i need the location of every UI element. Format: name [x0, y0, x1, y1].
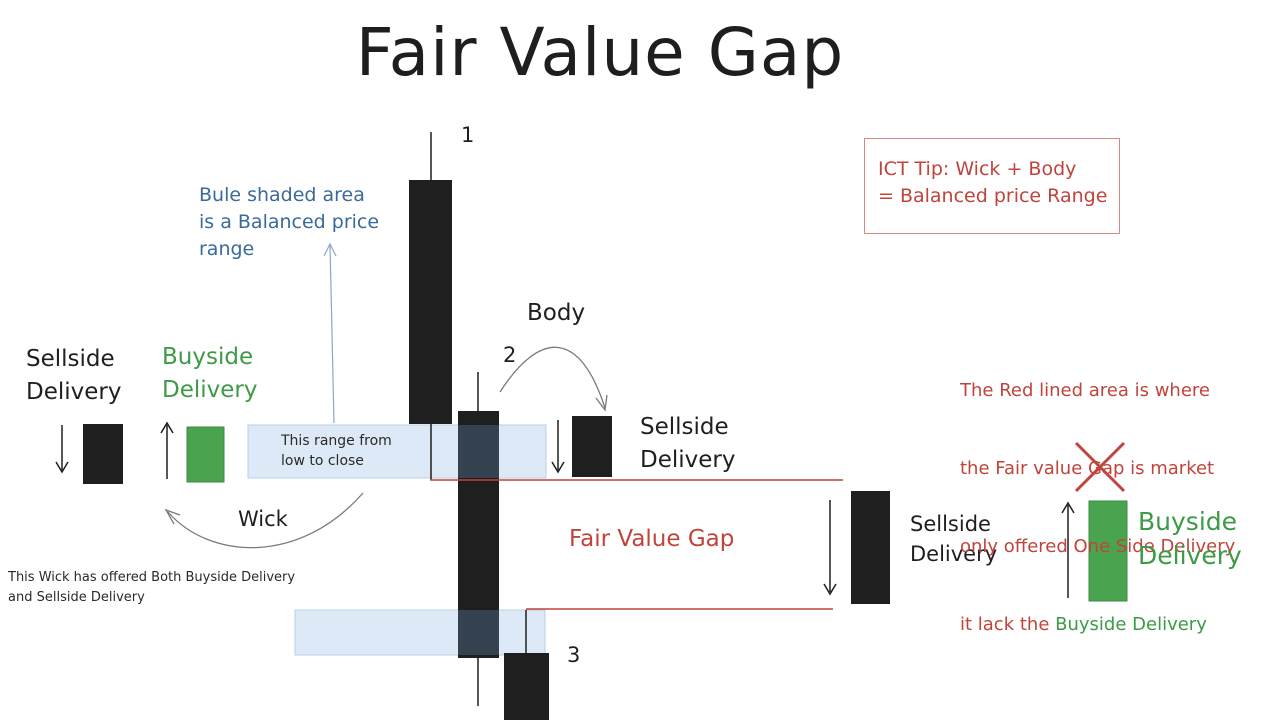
balanced-range-note: Bule shaded area is a Balanced price ran…	[199, 184, 380, 260]
red-note: The Red lined area is where the Fair val…	[960, 326, 1235, 664]
red-note-line-4-prefix: it lack the	[960, 614, 1056, 635]
down-arrow-head-icon	[823, 583, 837, 596]
candle-3-number: 3	[567, 643, 581, 667]
ict-tip-text: ICT Tip: Wick + Body = Balanced price Ra…	[878, 158, 1108, 207]
wick-arrow-icon	[167, 492, 364, 549]
down-arrow-head-icon	[551, 461, 565, 474]
candle-3-body	[504, 653, 549, 720]
blue-arrow-head-icon	[323, 242, 337, 257]
fvg-sellside-label: Sellside Delivery	[910, 512, 998, 566]
cross-icon-stroke	[1074, 441, 1126, 493]
body-sellside-label: Sellside Delivery	[640, 414, 736, 473]
range-note: This range from low to close	[281, 433, 392, 469]
up-arrow-head-icon	[1061, 501, 1075, 514]
legend-buyside-label: Buyside Delivery	[162, 344, 258, 403]
page-title: Fair Value Gap	[355, 14, 845, 91]
red-note-line-1: The Red lined area is where	[960, 380, 1210, 401]
candle-2-overlap-top	[458, 425, 499, 478]
red-note-line-4: it lack the Buyside Delivery	[960, 612, 1235, 638]
body-arrow-icon	[499, 346, 606, 409]
up-arrow-head-icon	[160, 421, 174, 434]
fvg-buyside-label: Buyside Delivery	[1138, 507, 1242, 570]
fvg-label: Fair Value Gap	[569, 526, 735, 552]
red-note-line-4-highlight: Buyside Delivery	[1055, 614, 1207, 635]
candle-1-number: 1	[461, 123, 475, 147]
body-sellside-candle	[572, 416, 612, 477]
candle-2-number: 2	[503, 343, 517, 367]
candle-2-overlap-bottom	[458, 610, 499, 655]
legend-buyside-candle	[186, 426, 225, 483]
body-arrow-head-icon	[595, 394, 608, 412]
red-note-line-2: the Fair value Gap is market	[960, 458, 1215, 479]
legend-sellside-label: Sellside Delivery	[26, 346, 122, 405]
down-arrow-head-icon	[55, 461, 69, 474]
wick-note: This Wick has offered Both Buyside Deliv…	[8, 570, 296, 605]
candle-1-body	[409, 180, 452, 424]
balanced-range-bottom	[294, 609, 546, 656]
body-label: Body	[527, 300, 586, 326]
wick-arrow-head-icon	[164, 508, 181, 525]
fvg-buyside-candle	[1088, 500, 1128, 602]
legend-sellside-candle	[83, 424, 123, 484]
ict-tip-box	[864, 138, 1120, 234]
wick-label: Wick	[238, 507, 288, 531]
red-note-line-3: only offered One Side Delivery	[960, 536, 1236, 557]
blue-arrow-icon	[329, 244, 335, 424]
fvg-sellside-candle	[851, 491, 890, 604]
